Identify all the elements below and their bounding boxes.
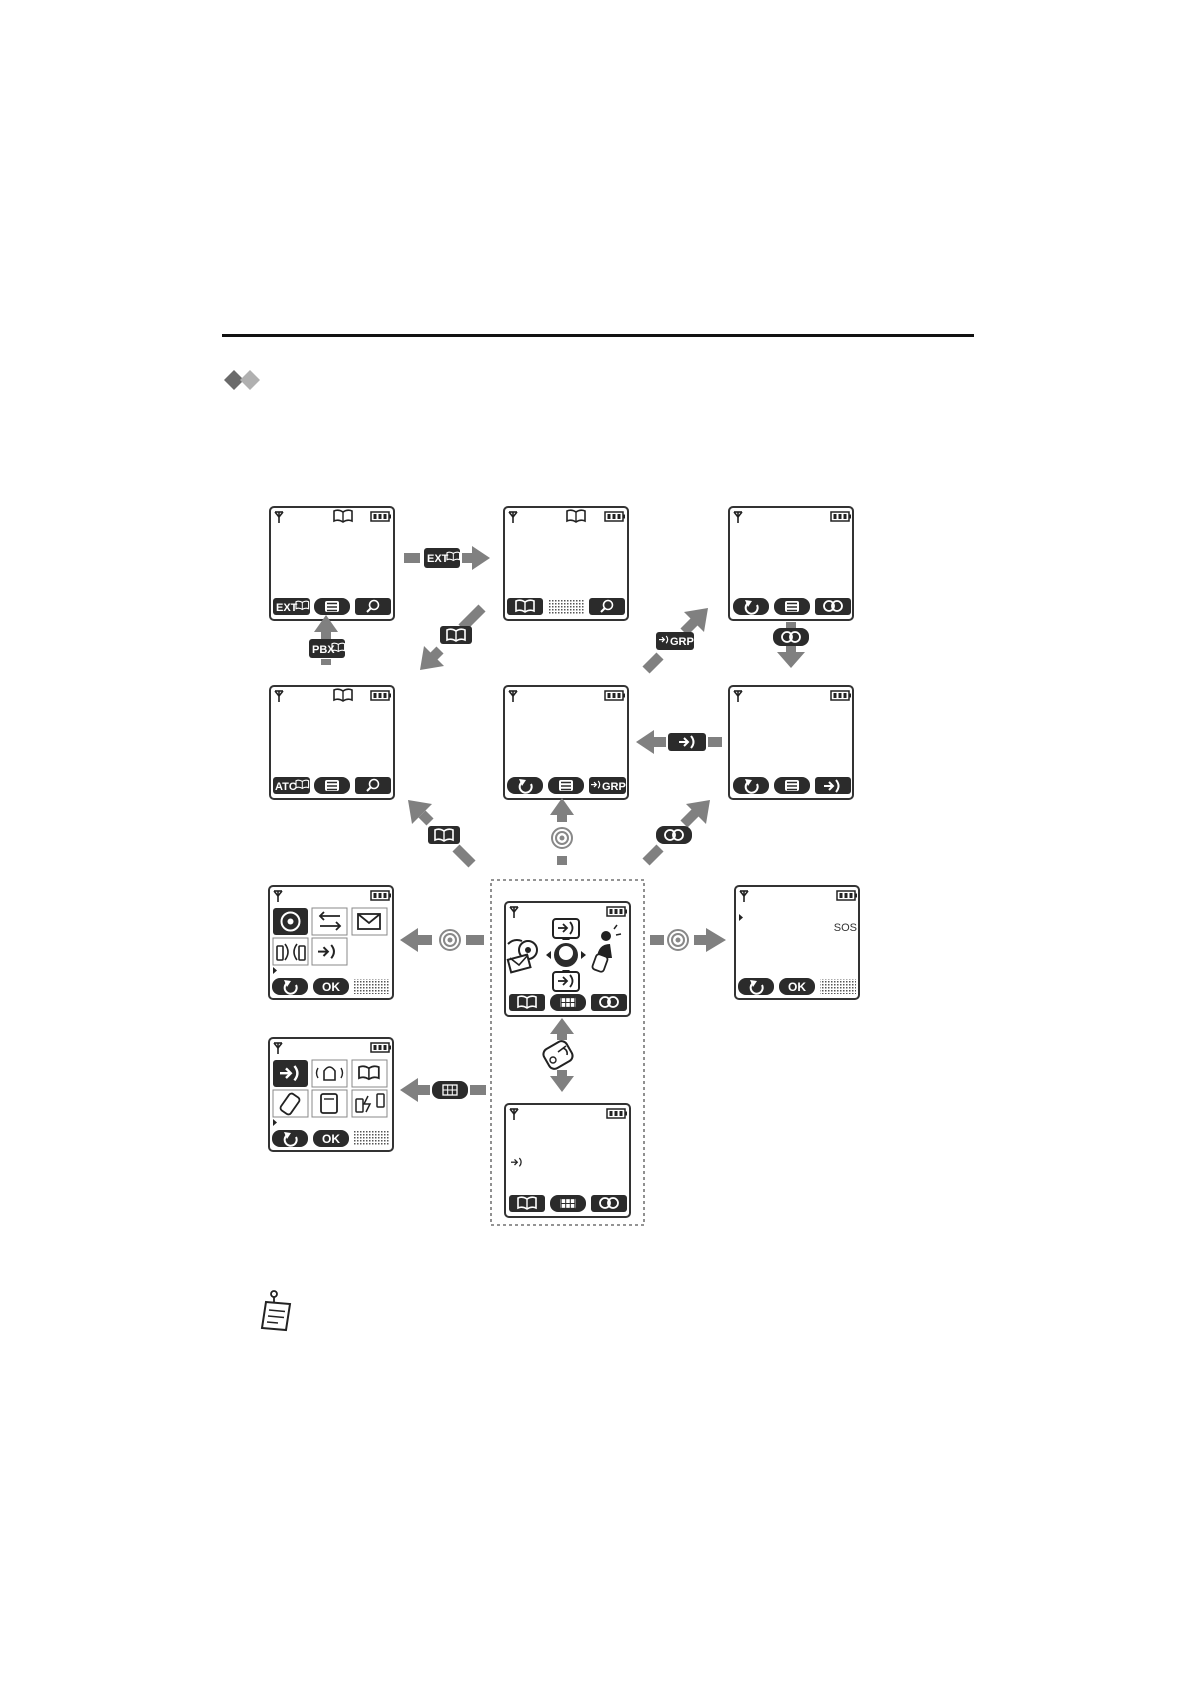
menu-item-1[interactable]	[273, 908, 308, 935]
arrow-navigator-left	[400, 928, 484, 952]
screen-intercom-group: GRP	[504, 686, 628, 799]
settings-item-5[interactable]	[312, 1090, 347, 1117]
search-softkey[interactable]	[589, 598, 625, 615]
arrow-ext-right: EXT	[404, 546, 490, 570]
intercom-softkey[interactable]	[815, 598, 851, 615]
keypad-softkey[interactable]	[550, 1195, 586, 1212]
menu-item-3[interactable]	[352, 908, 387, 935]
arrow-phonebook-down-left	[420, 608, 482, 670]
settings-item-3[interactable]	[352, 1060, 387, 1087]
grp-softkey[interactable]: GRP	[589, 777, 626, 794]
intercom-down-icon	[553, 972, 579, 991]
phonebook-softkey[interactable]	[507, 598, 543, 615]
svg-text:ATC: ATC	[275, 781, 297, 793]
screen-phonebook-list	[504, 507, 628, 620]
ext-softkey[interactable]: EXT	[273, 598, 310, 615]
ok-softkey[interactable]: OK	[779, 978, 815, 995]
arrow-intercom-up-right	[646, 800, 710, 862]
screen-idle	[505, 1104, 630, 1217]
svg-text:OK: OK	[788, 980, 806, 994]
ok-softkey[interactable]: OK	[313, 978, 349, 995]
arrow-navigator-right	[650, 928, 726, 952]
off-hook-icon	[541, 1039, 575, 1071]
phonebook-softkey[interactable]	[509, 1195, 545, 1212]
transfer-softkey[interactable]	[815, 777, 851, 794]
search-softkey[interactable]	[355, 598, 391, 615]
menu-softkey[interactable]	[314, 598, 350, 615]
settings-item-4[interactable]	[273, 1090, 308, 1117]
arrow-off-hook-updown	[541, 1018, 575, 1092]
intercom-up-icon	[553, 919, 579, 938]
arrow-keypad-left	[400, 1078, 486, 1102]
svg-text:GRP: GRP	[602, 781, 626, 793]
back-softkey[interactable]	[733, 777, 769, 794]
search-softkey[interactable]	[355, 777, 391, 794]
screen-sos-list: SOS OK	[735, 886, 859, 999]
screen-ext-phonebook: EXT	[270, 507, 394, 620]
arrow-transfer-left	[636, 730, 722, 754]
sos-text: SOS	[834, 922, 857, 934]
arrow-pbx-up: PBX	[309, 615, 345, 665]
svg-text:OK: OK	[322, 980, 340, 994]
blank-softkey	[354, 979, 390, 994]
svg-text:EXT: EXT	[427, 553, 449, 565]
screen-atc-phonebook: ATC	[270, 686, 394, 799]
back-softkey[interactable]	[272, 978, 308, 995]
back-softkey[interactable]	[733, 598, 769, 615]
menu-softkey[interactable]	[774, 777, 810, 794]
phonebook-softkey[interactable]	[509, 994, 545, 1011]
screen-intercom-select	[729, 507, 853, 620]
screen-settings-menu: OK	[269, 1038, 393, 1151]
settings-item-6[interactable]	[352, 1090, 387, 1117]
back-softkey[interactable]	[507, 777, 543, 794]
back-softkey[interactable]	[272, 1130, 308, 1147]
menu-item-4[interactable]	[273, 938, 308, 965]
settings-item-1[interactable]	[273, 1060, 308, 1087]
menu-softkey[interactable]	[774, 598, 810, 615]
ok-softkey[interactable]: OK	[313, 1130, 349, 1147]
menu-item-5[interactable]	[312, 938, 347, 965]
intercom-softkey[interactable]	[591, 1195, 627, 1212]
svg-text:EXT: EXT	[276, 602, 298, 614]
intercom-softkey[interactable]	[591, 994, 627, 1011]
blank-softkey	[548, 599, 584, 614]
keypad-softkey[interactable]	[550, 994, 586, 1011]
screen-standby-navigator	[505, 902, 630, 1016]
blank-softkey	[820, 979, 856, 994]
arrow-grp-up-right: GRP	[646, 608, 708, 670]
svg-text:OK: OK	[322, 1132, 340, 1146]
notepad-icon	[258, 1290, 298, 1334]
arrow-intercom-down	[773, 622, 809, 668]
menu-softkey[interactable]	[548, 777, 584, 794]
settings-item-2[interactable]	[312, 1060, 347, 1087]
menu-softkey[interactable]	[314, 777, 350, 794]
svg-text:GRP: GRP	[670, 636, 694, 648]
blank-softkey	[354, 1131, 390, 1146]
screen-function-menu: OK	[269, 886, 393, 999]
arrow-phonebook-up-left	[408, 800, 472, 864]
screen-transfer	[729, 686, 853, 799]
atc-softkey[interactable]: ATC	[273, 777, 310, 794]
arrow-navigator-up	[550, 798, 574, 865]
menu-item-2[interactable]	[312, 908, 347, 935]
back-softkey[interactable]	[738, 978, 774, 995]
